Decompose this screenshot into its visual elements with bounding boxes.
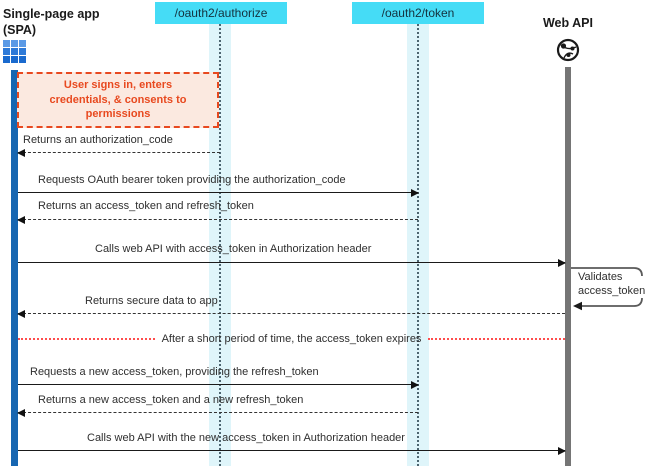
spa-actor-label: Single-page app (SPA) (3, 6, 100, 38)
authorize-endpoint-label: /oauth2/authorize (174, 6, 268, 20)
message-label: Requests a new access_token, providing t… (30, 366, 319, 378)
grid-cell (11, 48, 18, 55)
message-arrow-right (18, 381, 419, 389)
arrowhead-right-icon (411, 189, 419, 197)
token-endpoint-box: /oauth2/token (352, 2, 484, 24)
app-grid-icon (3, 40, 26, 63)
message-label: Returns an access_token and refresh_toke… (38, 200, 254, 212)
message-arrow-left (17, 216, 418, 224)
grid-cell (19, 56, 26, 63)
message-arrow-right (18, 189, 419, 197)
separator-text: After a short period of time, the access… (161, 333, 422, 345)
sign-in-note-text: User signs in, enters credentials, & con… (49, 79, 187, 121)
spa-actor-label-line2: (SPA) (3, 23, 37, 37)
authorize-lifeline (219, 24, 221, 466)
message-label: Calls web API with the new access_token … (87, 432, 405, 444)
arrowhead-left-icon (17, 149, 25, 157)
separator-dotted-line (18, 338, 155, 340)
self-message-label: Validates access_token (578, 271, 646, 297)
separator-dotted-line (428, 338, 566, 340)
message-label: Calls web API with access_token in Autho… (95, 243, 372, 255)
grid-cell (3, 56, 10, 63)
grid-cell (3, 48, 10, 55)
message-arrow-right (18, 447, 566, 455)
arrowhead-left-icon (17, 310, 25, 318)
grid-cell (3, 40, 10, 47)
grid-cell (19, 48, 26, 55)
arrowhead-left-icon (17, 409, 25, 417)
web-api-lifeline (565, 67, 571, 466)
message-arrow-left (17, 310, 565, 318)
grid-cell (11, 40, 18, 47)
arrowhead-left-icon (17, 216, 25, 224)
self-message-loop (571, 267, 643, 311)
message-label: Returns a new access_token and a new ref… (38, 394, 304, 406)
spa-activation-bar (11, 70, 18, 466)
web-api-actor-label: Web API (542, 16, 593, 30)
grid-cell (11, 56, 18, 63)
message-label: Returns secure data to app (85, 295, 218, 307)
sign-in-note: User signs in, enters credentials, & con… (17, 72, 219, 128)
arrowhead-right-icon (558, 447, 566, 455)
arrowhead-right-icon (411, 381, 419, 389)
message-arrow-left (17, 149, 220, 157)
arrowhead-left-icon (573, 301, 582, 311)
message-label: Requests OAuth bearer token providing th… (38, 174, 346, 186)
token-endpoint-label: /oauth2/token (381, 6, 455, 20)
arrowhead-right-icon (558, 259, 566, 267)
message-arrow-right (18, 259, 566, 267)
authorize-endpoint-box: /oauth2/authorize (155, 2, 287, 24)
message-arrow-left (17, 409, 418, 417)
spa-actor-label-line1: Single-page app (3, 7, 100, 21)
token-expiry-separator: After a short period of time, the access… (18, 332, 566, 346)
grid-cell (19, 40, 26, 47)
globe-network-icon (556, 38, 580, 62)
message-label: Returns an authorization_code (23, 134, 173, 146)
token-lifeline (417, 24, 419, 466)
